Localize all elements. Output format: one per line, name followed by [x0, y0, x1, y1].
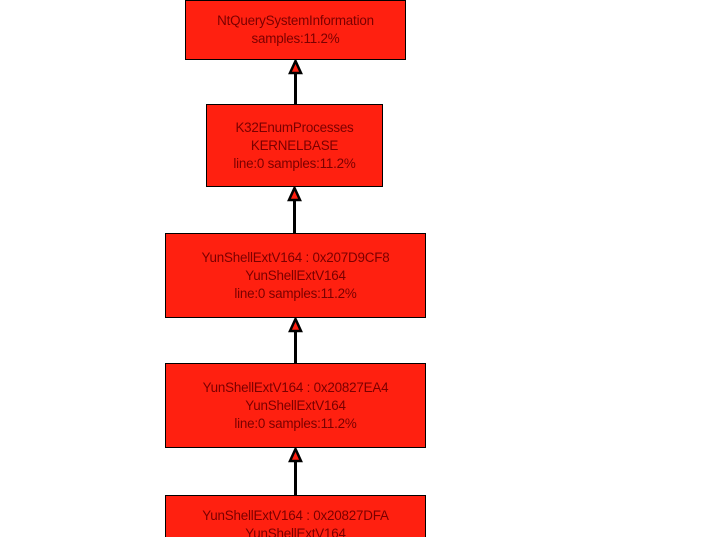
node-yunshellext-207d9cf8[interactable]: YunShellExtV164 : 0x207D9CF8 YunShellExt…	[165, 233, 426, 318]
node-yunshellext-20827dfa[interactable]: YunShellExtV164 : 0x20827DFA YunShellExt…	[165, 495, 426, 537]
node-k32enumprocesses[interactable]: K32EnumProcesses KERNELBASE line:0 sampl…	[206, 104, 383, 187]
node-module-label: YunShellExtV164	[245, 267, 346, 283]
node-module-label: KERNELBASE	[250, 137, 339, 153]
edge-arrowhead-2	[288, 315, 303, 333]
node-function-label: K32EnumProcesses	[235, 119, 354, 135]
node-module-label: YunShellExtV164	[245, 397, 346, 413]
node-function-label: NtQuerySystemInformation	[217, 13, 374, 28]
node-function-label: YunShellExtV164 : 0x20827DFA	[202, 508, 389, 523]
node-function-label: YunShellExtV164 : 0x20827EA4	[202, 379, 389, 395]
node-samples-label: line:0 samples:11.2%	[233, 155, 356, 171]
node-ntquerysysteminformation[interactable]: NtQuerySystemInformation samples:11.2%	[185, 0, 406, 60]
node-samples-label: samples:11.2%	[251, 31, 340, 46]
node-samples-label: line:0 samples:11.2%	[234, 285, 357, 301]
node-yunshellext-20827ea4[interactable]: YunShellExtV164 : 0x20827EA4 YunShellExt…	[165, 363, 426, 448]
node-samples-label: line:0 samples:11.2%	[234, 415, 357, 431]
node-module-label: YunShellExtV164	[245, 526, 346, 537]
edge-arrowhead-3	[288, 445, 303, 463]
edge-arrowhead-1	[287, 184, 302, 202]
node-function-label: YunShellExtV164 : 0x207D9CF8	[201, 249, 390, 265]
edge-arrowhead-0	[288, 57, 303, 75]
